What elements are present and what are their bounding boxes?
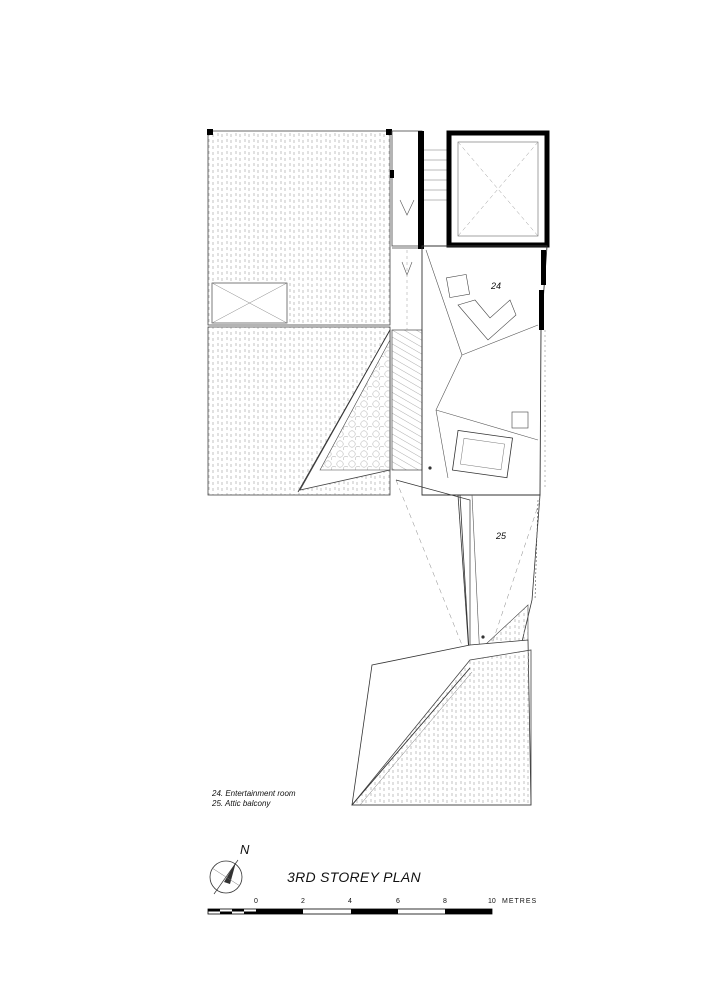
north-arrow-icon	[209, 859, 243, 895]
roof-lower-right	[351, 639, 532, 806]
scale-unit: METRES	[502, 898, 538, 905]
north-label: N	[240, 842, 250, 857]
scale-tick: 0	[254, 898, 258, 905]
roof-upper-left	[207, 129, 392, 326]
attic-balcony	[395, 479, 541, 669]
stair-core	[390, 130, 448, 330]
scale-tick: 6	[396, 898, 400, 905]
legend-item: 25. Attic balcony	[212, 799, 271, 808]
scale-tick: 2	[301, 898, 305, 905]
room-label-24: 24	[491, 281, 502, 291]
scale-bar-icon	[207, 908, 493, 915]
entertainment-room	[421, 245, 548, 496]
room-label-25: 25	[496, 531, 507, 541]
plan-title: 3RD STOREY PLAN	[287, 869, 421, 885]
legend-item: 24. Entertainment room	[212, 789, 296, 798]
scale-tick: 10	[488, 898, 496, 905]
roof-lower-left	[207, 326, 423, 496]
void-box	[418, 130, 550, 249]
legend: 24. Entertainment room 25. Attic balcony	[212, 789, 296, 809]
scale-tick: 4	[348, 898, 352, 905]
scale-tick: 8	[443, 898, 447, 905]
